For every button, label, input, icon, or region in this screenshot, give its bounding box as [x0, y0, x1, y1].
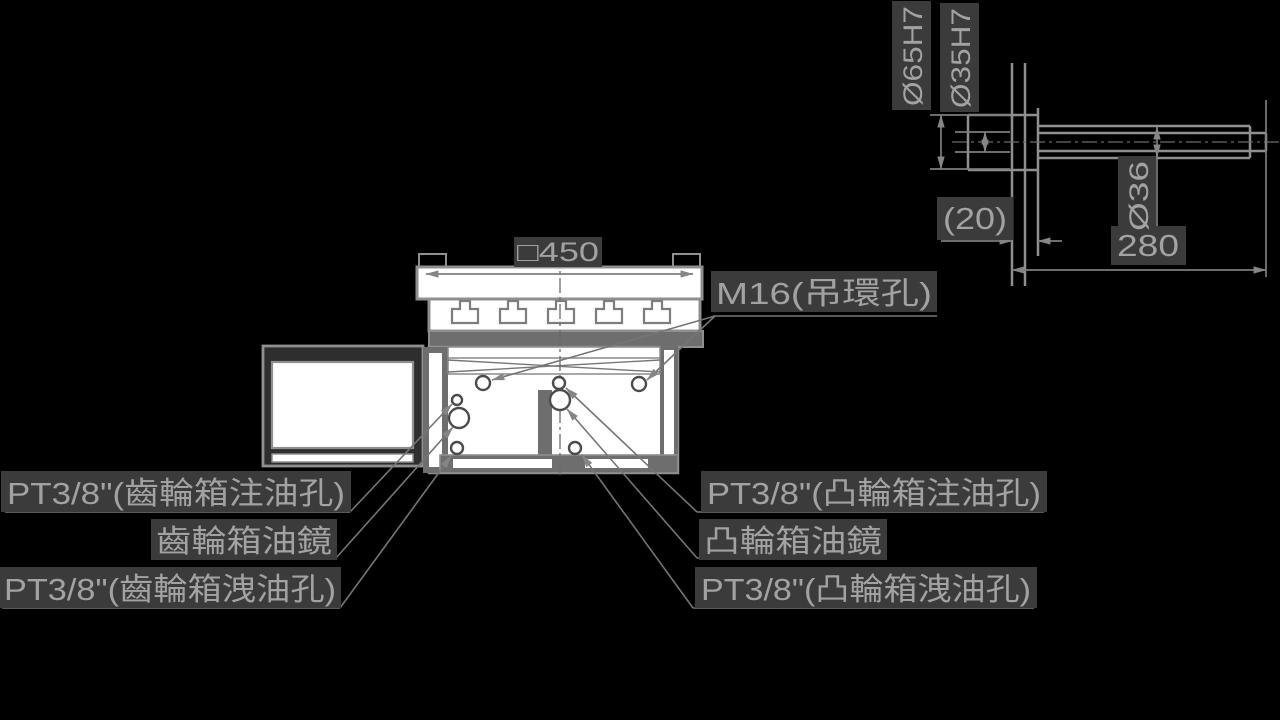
gearbox-sight-glass [447, 406, 471, 430]
box-gearbox-drain [0, 567, 341, 608]
gearbox-drain-hole [449, 440, 465, 456]
m16-leader-left [491, 315, 716, 381]
t-slot-band [427, 297, 702, 333]
box-36 [1118, 156, 1156, 237]
label-m16-lifting-hole: M16(吊環孔) [716, 276, 932, 311]
box-m16 [711, 271, 937, 312]
bottom-flange-slot [585, 459, 648, 468]
label-gearbox-fill: PT3/8"(齒輪箱注油孔) [7, 476, 345, 511]
cambox-fill-leader [565, 387, 698, 513]
box-cambox-sight [699, 519, 887, 560]
dim-label-450: □450 [517, 237, 599, 267]
cambox-sight-leader [566, 408, 698, 559]
m16-leader-right [646, 315, 716, 381]
gearbox-sight-leader [335, 426, 454, 559]
lifting-hole-right [630, 375, 648, 393]
label-gearbox-sight: 齒輪箱油鏡 [156, 524, 332, 559]
right-wall-slot [664, 350, 674, 468]
upper-flange-band [428, 330, 704, 348]
t-slot [498, 299, 528, 325]
label-cambox-fill: PT3/8"(凸輪箱注油孔) [707, 476, 1041, 511]
lifting-hole-left [474, 374, 492, 392]
t-slots [450, 299, 672, 325]
label-gearbox-drain: PT3/8"(齒輪箱洩油孔) [4, 572, 336, 607]
box-cambox-fill [701, 471, 1047, 512]
labels: □450 M16(吊環孔) PT3/8"(齒輪箱注油孔) 齒輪箱油鏡 PT3/8… [4, 6, 1179, 607]
cambox-sight-glass [548, 388, 572, 412]
cambox-drain-leader [581, 454, 694, 609]
box-gearbox-fill [1, 471, 351, 512]
dim-label-35h7: Ø35H7 [946, 8, 976, 108]
worm-cross-line-2 [447, 359, 661, 373]
gearbox-fill-hole [450, 393, 464, 407]
gearbox-side-housing-inner [270, 360, 415, 450]
gearbox-fill-leader [349, 403, 453, 513]
box-280 [1111, 226, 1186, 265]
gearbox-drain-leader [339, 455, 452, 609]
box-gearbox-sight [151, 519, 337, 560]
t-slot [642, 299, 672, 325]
bottom-flange-slot [453, 459, 552, 468]
dim-label-36: Ø36 [1124, 161, 1154, 231]
dim-label-65h7: Ø65H7 [898, 6, 928, 106]
label-cambox-sight: 凸輪箱油鏡 [704, 524, 882, 559]
label-cambox-drain: PT3/8"(凸輪箱洩油孔) [701, 572, 1031, 607]
box-20 [937, 197, 1013, 240]
label-boxes [0, 1, 1186, 608]
cambox-drain-hole [567, 440, 583, 456]
dim-label-20: (20) [943, 201, 1007, 236]
gearbox-side-housing-foot [271, 453, 414, 463]
box-65h7 [892, 1, 931, 110]
dim-label-280: 280 [1117, 228, 1179, 263]
left-wall-slot [429, 353, 442, 467]
t-slot [594, 299, 624, 325]
main-view [261, 252, 704, 478]
box-450 [514, 237, 602, 267]
center-pillar [538, 390, 552, 455]
box-cambox-drain [695, 567, 1037, 608]
t-slot [450, 299, 480, 325]
t-slot [546, 299, 576, 325]
box-35h7 [940, 3, 979, 112]
cambox-fill-hole [551, 375, 567, 391]
